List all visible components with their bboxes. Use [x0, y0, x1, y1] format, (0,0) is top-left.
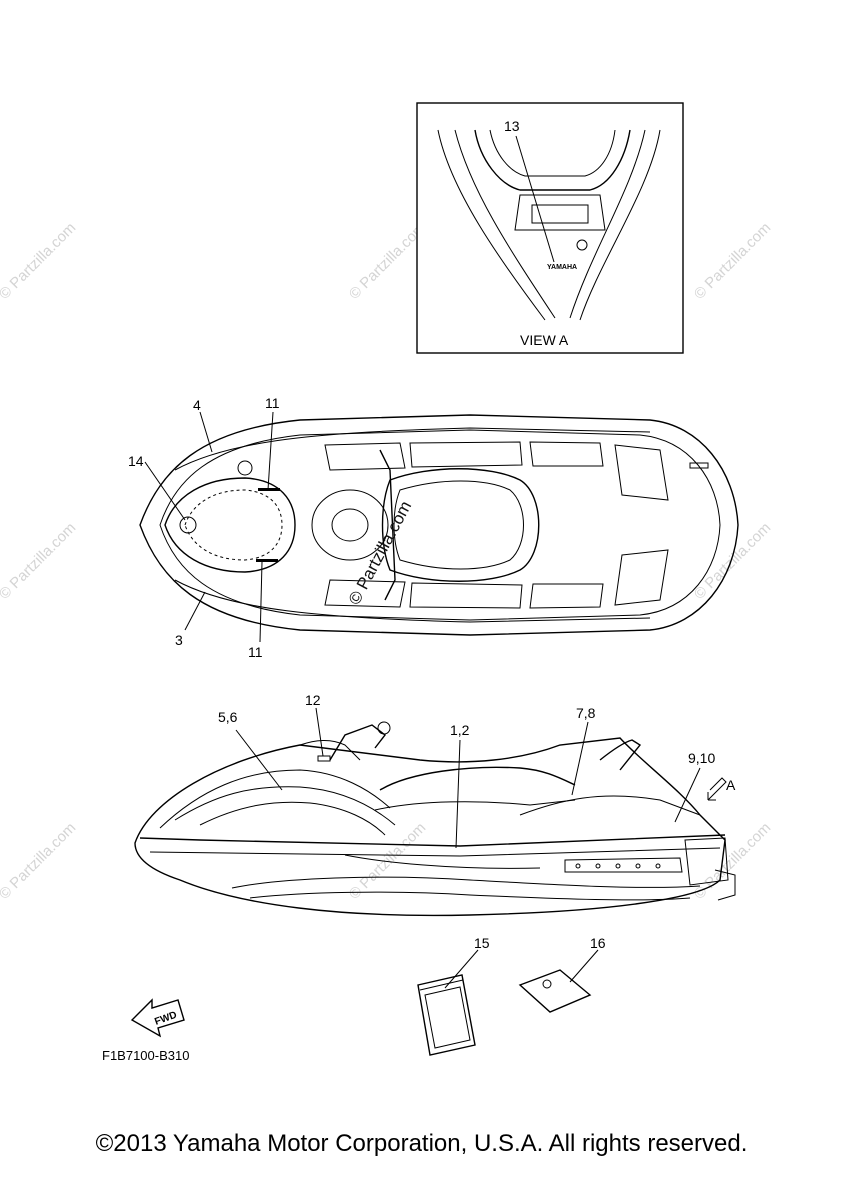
- view-a-inset: 13 YAMAHA VIEW A: [416, 102, 684, 354]
- top-filler: [237, 460, 253, 476]
- view-a-handle-inner: [489, 129, 616, 177]
- top-steering-pad: [311, 489, 389, 561]
- leader-1-2: [455, 739, 461, 849]
- side-seat-lower: [374, 799, 576, 811]
- top-stripe-lower: [174, 579, 651, 623]
- top-seat-inner: [393, 480, 524, 570]
- callout-1-2: 1,2: [450, 722, 470, 738]
- callout-16: 16: [590, 935, 606, 951]
- leader-5-6: [235, 729, 283, 791]
- side-gunwale: [139, 834, 726, 847]
- side-stern-rail: [599, 739, 642, 771]
- side-console: [299, 740, 361, 761]
- watermark: © Partzilla.com: [691, 219, 774, 302]
- callout-13: 13: [504, 118, 520, 134]
- top-mat-upper: [324, 441, 604, 471]
- view-a-arrow: [707, 777, 727, 801]
- top-steering-hub: [331, 508, 369, 542]
- side-bow-graphic-1: [159, 769, 391, 829]
- view-a-tray-inner: [531, 204, 589, 224]
- watermark: © Partzilla.com: [691, 519, 774, 602]
- view-a-bow-inner: [454, 129, 646, 319]
- top-handlebar: [379, 449, 396, 601]
- view-a-tray: [514, 194, 606, 231]
- watermark: © Partzilla.com: [691, 819, 774, 902]
- watermark: © Partzilla.com: [0, 519, 79, 602]
- view-a-bow-outline: [437, 129, 661, 321]
- watermark: © Partzilla.com: [0, 819, 79, 902]
- leader-9-10: [674, 767, 701, 823]
- top-decal-11-upper: [258, 488, 280, 491]
- document-bag-window: [424, 986, 471, 1049]
- fwd-arrow-shape: [130, 998, 185, 1038]
- leader-16: [569, 949, 599, 983]
- callout-9-10: 9,10: [688, 750, 715, 766]
- accessories: 15 16: [417, 935, 606, 1056]
- top-decal-11-lower: [256, 559, 278, 562]
- yamaha-logo-decal: YAMAHA: [547, 264, 577, 271]
- top-seat: [381, 468, 540, 582]
- side-stern-plate: [684, 837, 729, 886]
- top-stripe-upper: [174, 427, 651, 471]
- top-hull-inner: [159, 429, 721, 621]
- side-view: 12 5,6 1,2 7,8 9,10 A: [134, 692, 736, 917]
- top-emblem: [689, 462, 709, 469]
- leader-14: [144, 461, 186, 521]
- watermark-center: © Partzilla.com: [345, 498, 416, 608]
- callout-4: 4: [193, 397, 201, 413]
- view-a-handle: [474, 129, 631, 191]
- side-decal-12: [317, 755, 331, 762]
- view-a-marker: A: [726, 777, 736, 793]
- leader-11-upper: [267, 411, 274, 491]
- leader-7-8: [571, 721, 589, 796]
- top-mat-aft: [614, 444, 669, 606]
- leader-11-lower: [259, 561, 263, 643]
- view-a-label: VIEW A: [520, 332, 569, 348]
- side-gunwale-lower: [149, 847, 721, 857]
- side-bow-graphic-3: [199, 801, 386, 836]
- document-bag-seal: [419, 979, 464, 991]
- side-seat: [379, 766, 576, 791]
- top-bow-hatch-dashed: [184, 489, 283, 561]
- tool-pouch-snap: [542, 979, 552, 989]
- side-bow-graphic-2: [174, 786, 396, 826]
- callout-14: 14: [128, 453, 144, 469]
- top-view: 4 11 14 3 11 © Partzilla.com: [128, 395, 739, 660]
- diagram-code: F1B7100-B310: [102, 1048, 189, 1063]
- tool-pouch: [518, 969, 592, 1013]
- top-bow-cap: [179, 516, 197, 534]
- fwd-arrow: FWD: [130, 998, 185, 1038]
- document-bag: [417, 974, 476, 1056]
- view-a-leader-13: [515, 135, 555, 263]
- callout-15: 15: [474, 935, 490, 951]
- side-hull-stripe-2: [249, 891, 691, 901]
- leader-4: [199, 411, 213, 453]
- callout-11-lower: 11: [248, 644, 263, 660]
- callout-5-6: 5,6: [218, 709, 238, 725]
- side-vent-dots: [575, 863, 661, 869]
- leader-3: [184, 591, 206, 631]
- side-mirror: [377, 721, 391, 735]
- callout-3: 3: [175, 632, 183, 648]
- side-vent-strip: [564, 857, 683, 873]
- side-nozzle: [714, 869, 736, 901]
- copyright-notice: ©2013 Yamaha Motor Corporation, U.S.A. A…: [95, 1130, 748, 1157]
- view-a-frame: [416, 102, 684, 354]
- callout-11-upper: 11: [265, 395, 280, 411]
- side-hull-stripe-1: [231, 876, 701, 889]
- watermark: © Partzilla.com: [0, 219, 79, 302]
- top-mat-lower: [324, 579, 604, 609]
- side-stern-graphic: [519, 795, 701, 816]
- view-a-drain: [576, 239, 588, 251]
- top-hull-outline: [139, 414, 739, 636]
- leader-12: [315, 707, 324, 757]
- callout-12: 12: [305, 692, 321, 708]
- leader-15: [444, 949, 479, 989]
- top-bow-hatch: [164, 477, 296, 573]
- side-hull-outline: [134, 737, 726, 917]
- callout-7-8: 7,8: [576, 705, 596, 721]
- side-hull-stripe-3: [344, 854, 541, 869]
